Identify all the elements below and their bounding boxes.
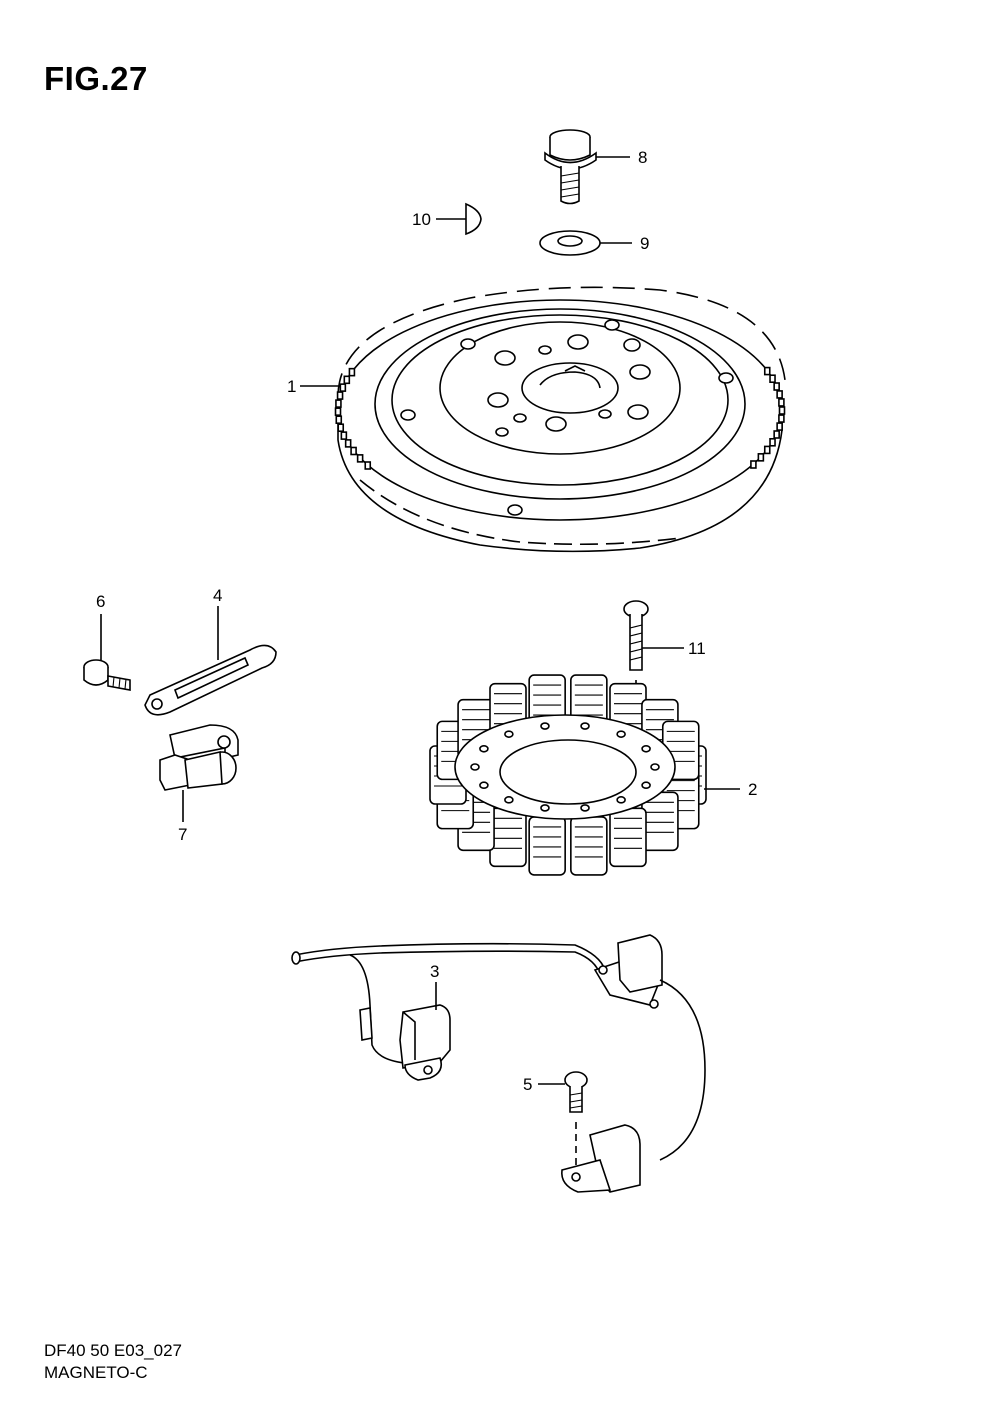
- callout-1: 1: [287, 377, 296, 396]
- flywheel-ring-teeth: [334, 366, 786, 470]
- part-6-bolt: [83, 614, 131, 691]
- callout-7: 7: [178, 825, 187, 844]
- callout-10: 10: [412, 210, 431, 229]
- part-7-sensor: [159, 724, 239, 822]
- part-8-bolt: [544, 129, 630, 205]
- part-1-flywheel: [300, 286, 786, 553]
- callout-3: 3: [430, 962, 439, 981]
- callout-9: 9: [640, 234, 649, 253]
- callout-5: 5: [523, 1075, 532, 1094]
- callout-4: 4: [213, 586, 222, 605]
- callout-11: 11: [688, 639, 706, 658]
- stator-holes: [470, 722, 660, 812]
- part-3-pulser-harness: [291, 934, 706, 1193]
- figure-title: FIG.27: [44, 60, 148, 97]
- part-9-washer: [539, 230, 632, 256]
- footer-drawing-code: DF40 50 E03_027: [44, 1341, 182, 1360]
- callout-8: 8: [638, 148, 647, 167]
- footer-assembly-name: MAGNETO-C: [44, 1363, 148, 1382]
- callout-6: 6: [96, 592, 105, 611]
- flywheel-holes: [400, 319, 734, 516]
- part-10-key: [436, 202, 482, 236]
- part-2-stator: [429, 674, 740, 876]
- part-5-screw: [538, 1071, 588, 1168]
- part-4-bracket: [144, 606, 277, 716]
- callout-2: 2: [748, 780, 757, 799]
